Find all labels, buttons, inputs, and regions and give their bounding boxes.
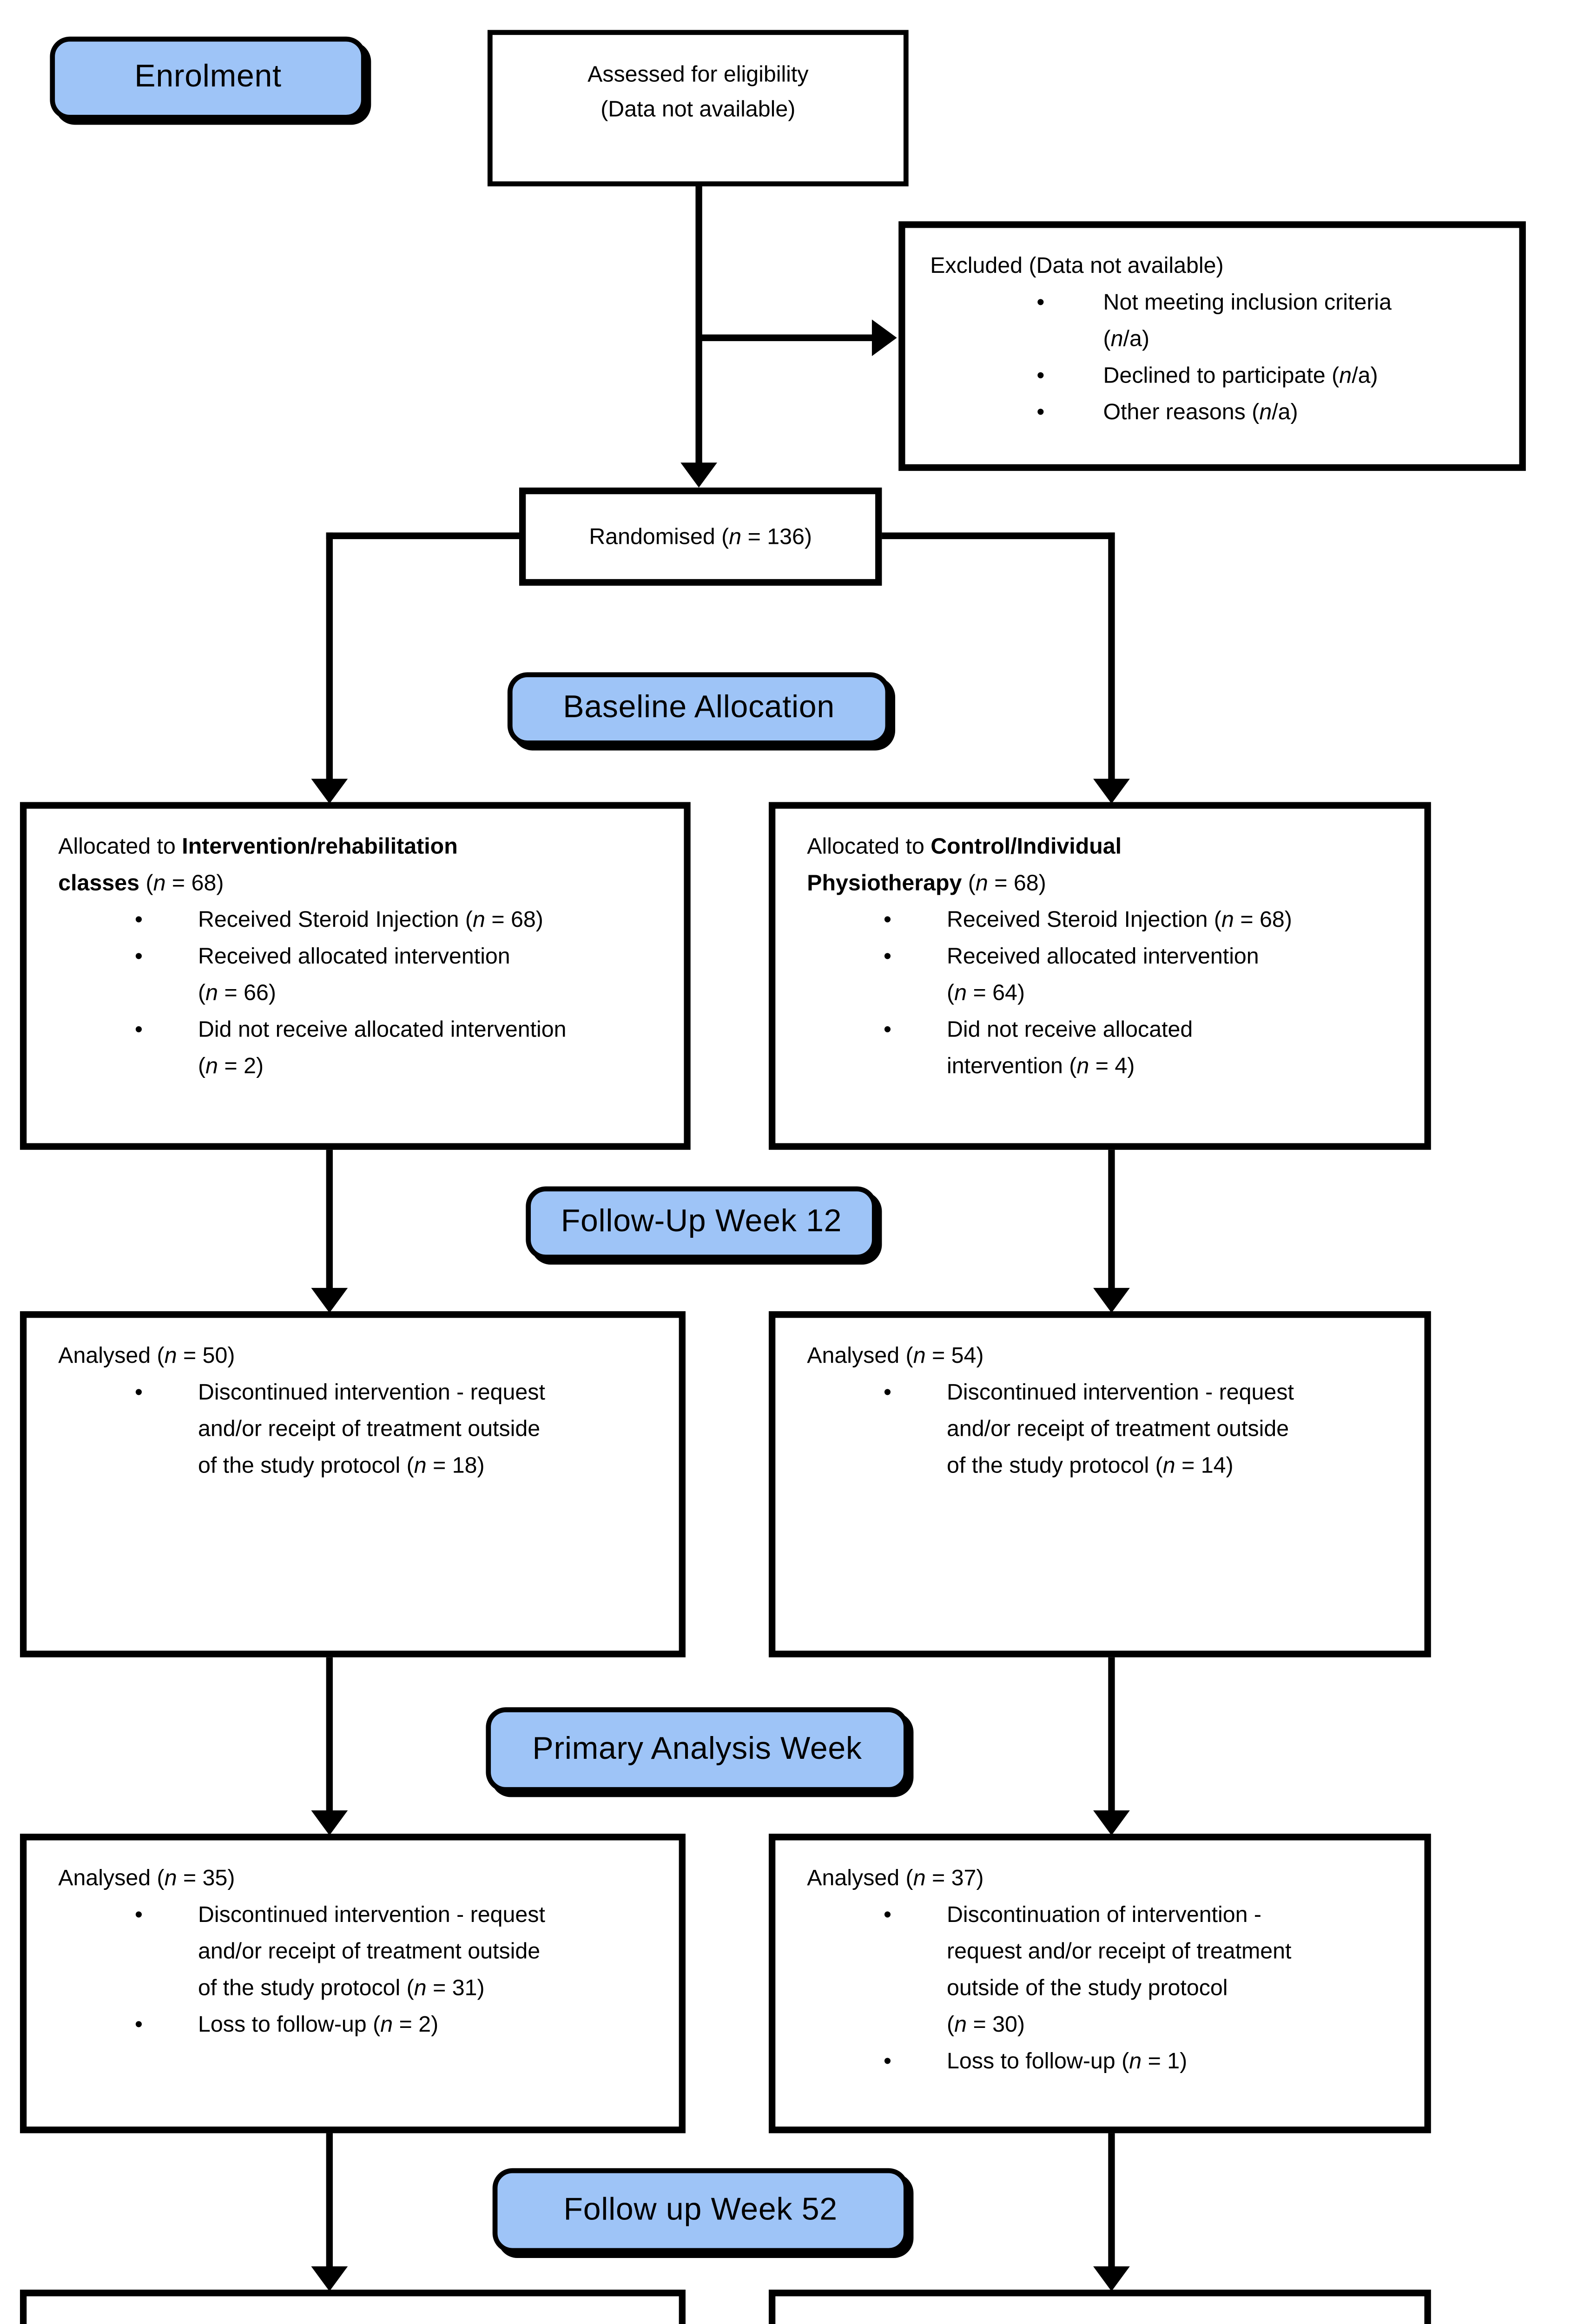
stage-baseline-allocation: Baseline Allocation: [507, 672, 891, 746]
randomised-text: Randomised (n = 136): [589, 524, 812, 549]
primary-control-bullet-2: Loss to follow-up (n = 1): [807, 2043, 1411, 2080]
box-week12-intervention: Analysed (n = 50) Discontinued intervent…: [20, 1311, 686, 1657]
primary-intervention-title: Analysed (n = 35): [58, 1865, 235, 1890]
week12-intervention-title: Analysed (n = 50): [58, 1343, 235, 1368]
allocation-intervention-bullet-3: Did not receive allocated intervention(n…: [58, 1012, 670, 1085]
primary-control-bullet-1: Discontinuation of intervention -request…: [807, 1897, 1411, 2043]
connector-randomised-left: [326, 532, 519, 539]
box-excluded: Excluded (Data not available) Not meetin…: [898, 221, 1526, 471]
connector-week12-to-primary-right: [1108, 1657, 1115, 1814]
box-week52-control: Analysed (n = 22) Loss to follow-up (n =…: [768, 2290, 1431, 2324]
arrowhead-excluded: [871, 319, 897, 357]
stage-followup-week-52: Follow up Week 52: [492, 2168, 909, 2253]
box-assessed-for-eligibility: Assessed for eligibility (Data not avail…: [487, 30, 909, 186]
stage-followup-week-12: Follow-Up Week 12: [526, 1186, 877, 1260]
week52-intervention-title: Analysed (n = 20): [58, 2316, 666, 2324]
stage-primary-analysis-week: Primary Analysis Week: [486, 1707, 909, 1792]
arrowhead-week52-right: [1093, 2266, 1130, 2291]
box-primary-intervention: Analysed (n = 35) Discontinued intervent…: [20, 1834, 686, 2133]
assessed-line-2: (Data not available): [601, 96, 796, 122]
connector-down-allocation-left: [326, 532, 333, 782]
excluded-bullet-2: Declined to participate (n/a): [930, 358, 1506, 395]
allocation-control-bullet-2: Received allocated intervention(n = 64): [807, 938, 1411, 1012]
arrowhead-primary-right: [1093, 1810, 1130, 1835]
arrowhead-allocation-left: [311, 779, 348, 804]
stage-primary-analysis-week-label: Primary Analysis Week: [532, 1731, 862, 1767]
allocation-control-bullet-1: Received Steroid Injection (n = 68): [807, 902, 1411, 938]
connector-randomised-right: [882, 532, 1115, 539]
primary-intervention-bullet-2: Loss to follow-up (n = 2): [58, 2007, 666, 2043]
connector-primary-to-week52-right: [1108, 2133, 1115, 2270]
primary-intervention-bullet-1: Discontinued intervention - requestand/o…: [58, 1897, 666, 2007]
arrowhead-allocation-right: [1093, 779, 1130, 804]
connector-down-allocation-right: [1108, 532, 1115, 782]
connector-allocation-to-week12-right: [1108, 1149, 1115, 1292]
box-week52-intervention: Analysed (n = 20) Loss to follow-up (n =…: [20, 2290, 686, 2324]
connector-assessed-to-randomised: [695, 186, 702, 466]
allocation-intervention-bullet-2: Received allocated intervention(n = 66): [58, 938, 670, 1012]
stage-followup-week-52-label: Follow up Week 52: [563, 2192, 838, 2227]
stage-enrolment: Enrolment: [50, 36, 366, 120]
stage-baseline-allocation-label: Baseline Allocation: [563, 690, 835, 726]
excluded-title: Excluded (Data not available): [930, 253, 1224, 278]
box-randomised: Randomised (n = 136): [519, 487, 882, 586]
arrowhead-week52-left: [311, 2266, 348, 2291]
connector-allocation-to-week12-left: [326, 1149, 333, 1292]
week12-control-title: Analysed (n = 54): [807, 1343, 984, 1368]
week52-control-title: Analysed (n = 22): [807, 2316, 1411, 2324]
primary-control-title: Analysed (n = 37): [807, 1865, 984, 1890]
stage-followup-week-12-label: Follow-Up Week 12: [561, 1204, 842, 1240]
excluded-bullet-3: Other reasons (n/a): [930, 394, 1506, 431]
box-primary-control: Analysed (n = 37) Discontinuation of int…: [768, 1834, 1431, 2133]
connector-branch-to-excluded: [699, 334, 874, 341]
allocation-intervention-bullet-1: Received Steroid Injection (n = 68): [58, 902, 670, 938]
stage-enrolment-label: Enrolment: [134, 59, 282, 95]
arrowhead-randomised: [680, 462, 717, 488]
arrowhead-primary-left: [311, 1810, 348, 1835]
connector-primary-to-week52-left: [326, 2133, 333, 2270]
excluded-bullet-1: Not meeting inclusion criteria(n/a): [930, 284, 1506, 358]
connector-week12-to-primary-left: [326, 1657, 333, 1814]
assessed-line-1: Assessed for eligibility: [587, 61, 809, 87]
box-allocation-intervention: Allocated to Intervention/rehabilitation…: [20, 802, 691, 1150]
arrowhead-week12-right: [1093, 1287, 1130, 1313]
arrowhead-week12-left: [311, 1287, 348, 1313]
week12-control-bullet-1: Discontinued intervention - requestand/o…: [807, 1374, 1411, 1484]
box-week12-control: Analysed (n = 54) Discontinued intervent…: [768, 1311, 1431, 1657]
allocation-intervention-title: Allocated to Intervention/rehabilitation…: [58, 833, 458, 896]
week12-intervention-bullet-1: Discontinued intervention - requestand/o…: [58, 1374, 666, 1484]
